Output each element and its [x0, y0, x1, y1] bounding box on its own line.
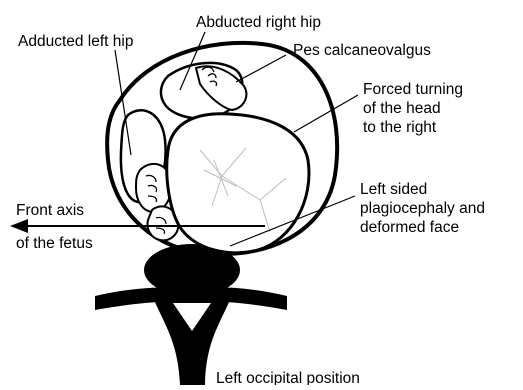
- front-axis-arrowhead: [10, 219, 28, 233]
- label-front-axis-1: Front axis: [16, 202, 84, 219]
- label-abducted-right-hip: Abducted right hip: [196, 14, 321, 31]
- label-left-sided-2: plagiocephaly and: [360, 200, 485, 217]
- fetal-head: [167, 114, 309, 253]
- label-left-sided-3: deformed face: [360, 219, 459, 236]
- label-forced-turning-1: Forced turning: [363, 81, 463, 98]
- label-front-axis-2: of the fetus: [16, 235, 93, 252]
- label-forced-turning-3: to the right: [363, 119, 437, 136]
- pointer-forced-turning: [294, 95, 358, 132]
- label-left-occipital-position: Left occipital position: [216, 370, 360, 385]
- label-forced-turning-2: of the head: [363, 100, 441, 117]
- pointer-pes-calcaneovalgus: [236, 55, 286, 82]
- label-adducted-left-hip: Adducted left hip: [18, 33, 133, 50]
- vertebra-illustration: [95, 244, 287, 385]
- label-left-sided-1: Left sided: [360, 181, 427, 198]
- label-pes-calcaneovalgus: Pes calcaneovalgus: [293, 42, 431, 59]
